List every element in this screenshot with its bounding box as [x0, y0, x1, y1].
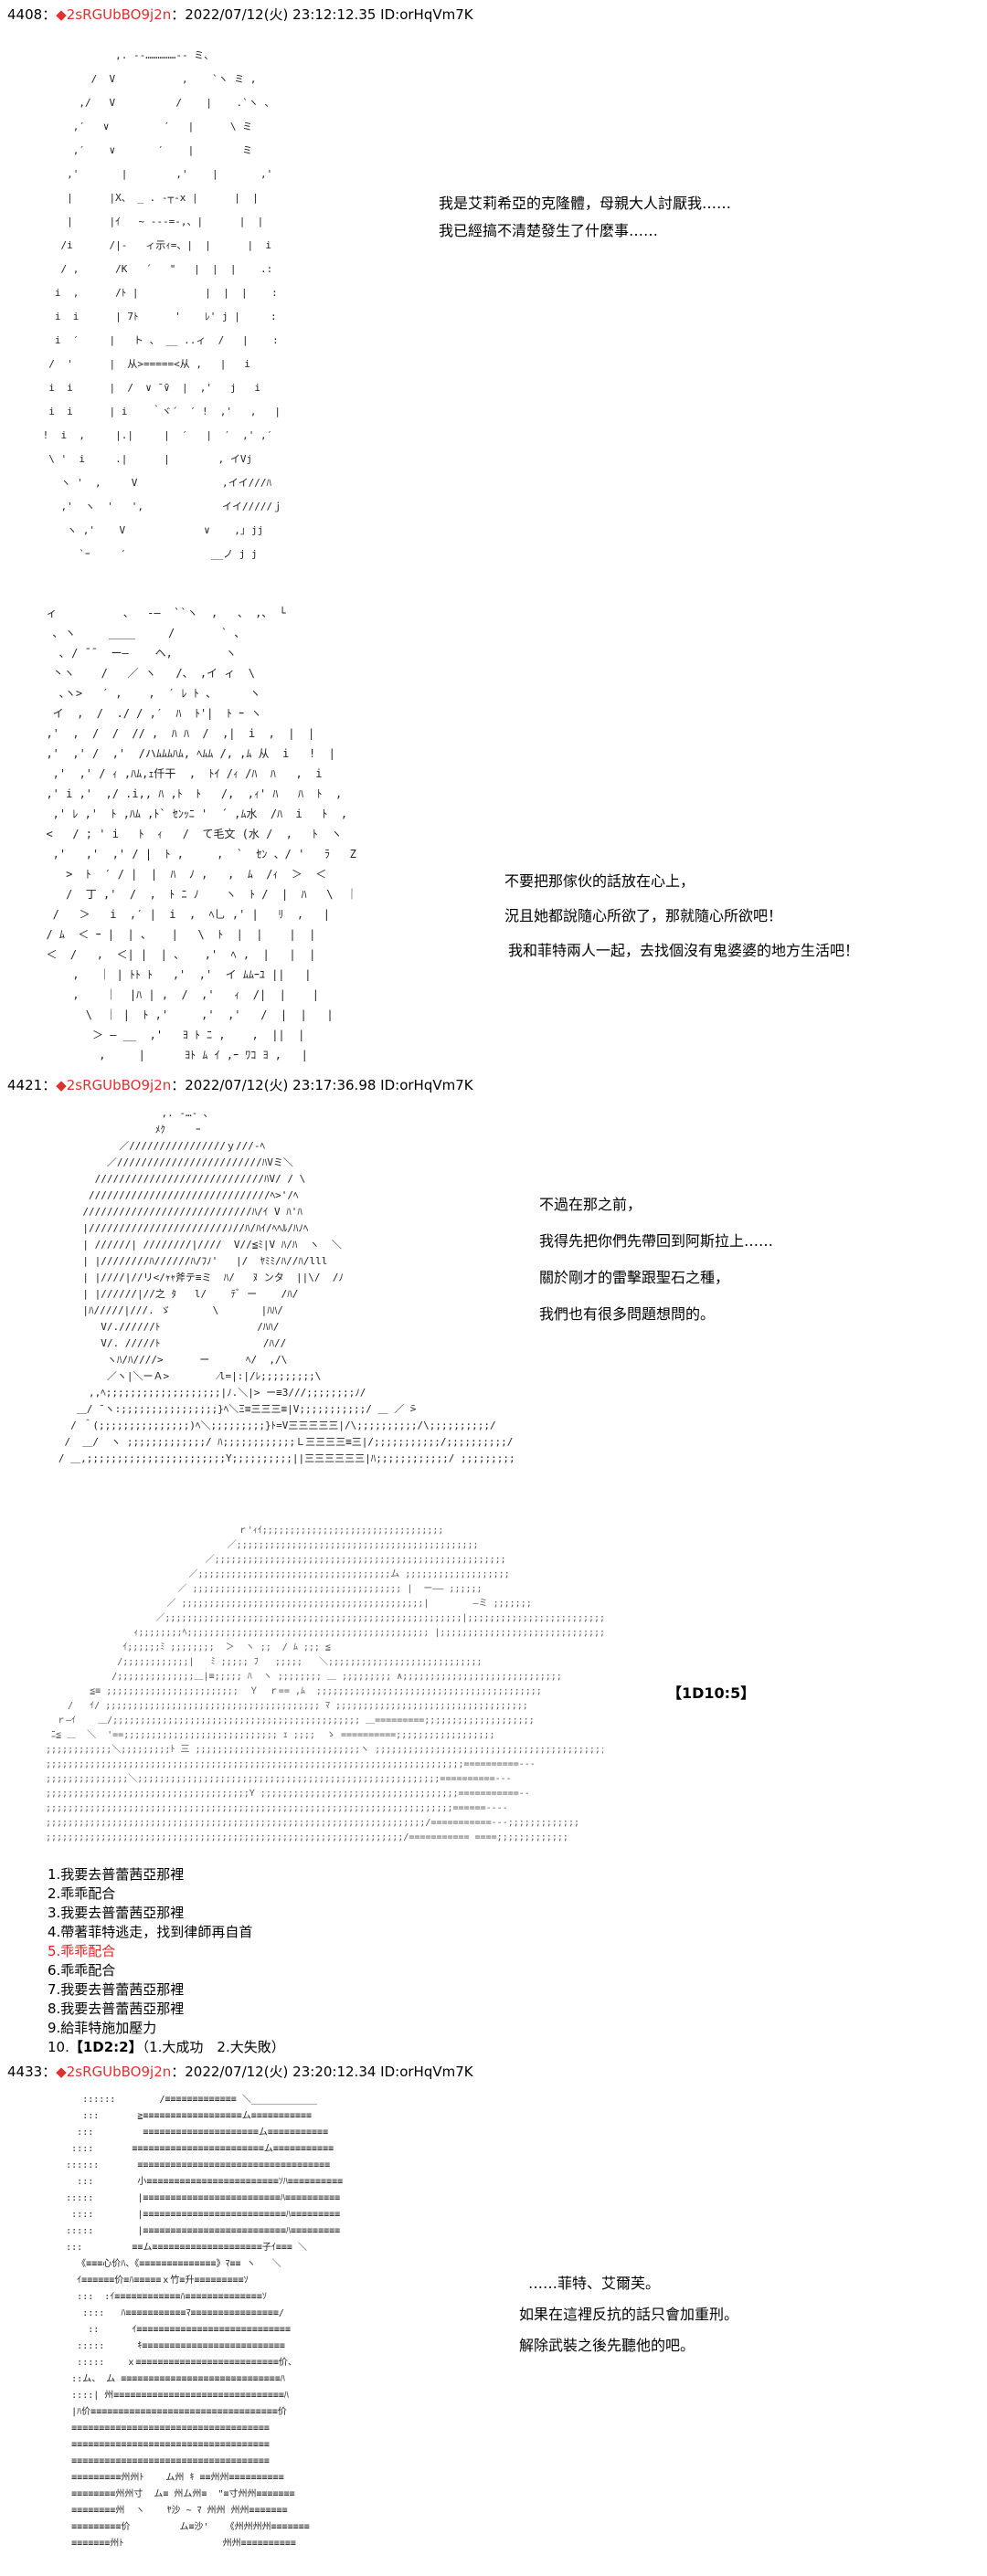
- trip-diamond-icon: ◆: [56, 6, 67, 23]
- choice-item-dice: 10.【1D2:2】（1.大成功 2.大失敗）: [48, 2039, 285, 2055]
- dialogue-block: 不要把那傢伙的話放在心上， 況且她都說隨心所欲了，那就隨心所欲吧！ 我和菲特兩人…: [504, 866, 859, 970]
- poster-trip: 2sRGUbBO9j2n: [66, 1077, 172, 1093]
- ascii-art-scene: ｒ'ｨｲ;;;;;;;;;;;;;;;;;;;;;;;;;;;;;;;;; ／;…: [46, 1526, 603, 1842]
- dice-roll-result: 【1D10:5】: [667, 1684, 756, 1702]
- post-datetime: ：2022/07/12(火) 23:20:12.34 ID:orHqVm7K: [171, 2064, 473, 2080]
- post-header: 4421：◆2sRGUbBO9j2n：2022/07/12(火) 23:17:3…: [7, 1077, 473, 1093]
- dice-note: （1.大成功 2.大失敗）: [142, 2039, 285, 2055]
- choice-item: 9.給菲特施加壓力: [48, 2020, 157, 2036]
- dialogue-line: 不過在那之前，: [539, 1196, 642, 1213]
- post-header: 4408：◆2sRGUbBO9j2n：2022/07/12(火) 23:12:1…: [7, 6, 473, 23]
- choice-item: 6.乖乖配合: [48, 1962, 116, 1979]
- post-datetime: ：2022/07/12(火) 23:17:36.98 ID:orHqVm7K: [171, 1077, 473, 1093]
- poster-trip: 2sRGUbBO9j2n: [66, 6, 172, 23]
- choice-list: 1.我要去普蕾茜亞那裡 2.乖乖配合 3.我要去普蕾茜亞那裡 4.帶著菲特逃走，…: [48, 1865, 285, 2057]
- dialogue-block: 我是艾莉希亞的克隆體，母親大人討厭我…… 我已經搞不清楚發生了什麼事……: [439, 190, 731, 245]
- post-number[interactable]: 4408: [7, 6, 43, 23]
- dialogue-line: ……菲特、艾爾芙。: [528, 2275, 661, 2292]
- trip-diamond-icon: ◆: [56, 2064, 67, 2080]
- dice-roll-result: 【1D2:2】: [69, 2039, 143, 2055]
- ascii-art-dense-figure: :::::: /≡≡≡≡≡≡≡≡≡≡≡≡≡ ＼____________ ::: …: [66, 2095, 344, 2549]
- trip-diamond-icon: ◆: [56, 1077, 67, 1093]
- choice-item: 2.乖乖配合: [48, 1885, 116, 1902]
- dialogue-line: 如果在這裡反抗的話只會加重刑。: [519, 2306, 739, 2323]
- post-number[interactable]: 4421: [7, 1077, 43, 1093]
- dialogue-line: 我們也有很多問題想問的。: [539, 1305, 716, 1323]
- dialogue-block: ……菲特、艾爾芙。 如果在這裡反抗的話只會加重刑。 解除武裝之後先聽他的吧。: [519, 2269, 738, 2362]
- dialogue-line: 我已經搞不清楚發生了什麼事……: [439, 222, 659, 239]
- dialogue-line: 況且她都說隨心所欲了，那就隨心所欲吧！: [504, 907, 783, 924]
- choice-item: 4.帶著菲特逃走，找到律師再自首: [48, 1924, 253, 1940]
- dialogue-line: 不要把那傢伙的話放在心上，: [504, 872, 695, 890]
- dialogue-line: 我和菲特兩人一起，去找個沒有鬼婆婆的地方生活吧！: [508, 942, 860, 959]
- poster-trip: 2sRGUbBO9j2n: [66, 2064, 172, 2080]
- post-number[interactable]: 4433: [7, 2064, 43, 2080]
- choice-item: 8.我要去普蕾茜亞那裡: [48, 2001, 185, 2017]
- dialogue-block: 不過在那之前， 我得先把你們先帶回到阿斯拉上…… 關於剛才的雷擊跟聖石之種， 我…: [539, 1188, 773, 1334]
- dialogue-line: 我是艾莉希亞的克隆體，母親大人討厭我……: [439, 195, 732, 212]
- ascii-art-cloaked-figure: ,. ‐…‐ ､ ﾒｸ ｰ ／////////////////ｙ///-ﾍ ／/…: [58, 1107, 515, 1464]
- choice-item: 7.我要去普蕾茜亞那裡: [48, 1981, 185, 1998]
- ascii-art-clone-girl: ,. -‐……………‐- ミ、 / V , `ヽ ミ , ,/ V / | .`…: [42, 49, 283, 560]
- dialogue-line: 解除武裝之後先聽他的吧。: [519, 2337, 695, 2354]
- dialogue-line: 關於剛才的雷擊跟聖石之種，: [539, 1269, 730, 1286]
- choice-item: 3.我要去普蕾茜亞那裡: [48, 1905, 185, 1921]
- ascii-art-boy-closeup: ィ 、 ‐― ``ヽ , 、 ,、 └ ､ ヽ ____ / ` 、 ､ / ̄…: [46, 607, 357, 1061]
- dialogue-line: 我得先把你們先帶回到阿斯拉上……: [539, 1232, 774, 1250]
- post-header: 4433：◆2sRGUbBO9j2n：2022/07/12(火) 23:20:1…: [7, 2064, 473, 2080]
- post-datetime: ：2022/07/12(火) 23:12:12.35 ID:orHqVm7K: [171, 6, 473, 23]
- choice-item-selected: 5.乖乖配合: [48, 1943, 116, 1959]
- choice-item: 1.我要去普蕾茜亞那裡: [48, 1866, 185, 1883]
